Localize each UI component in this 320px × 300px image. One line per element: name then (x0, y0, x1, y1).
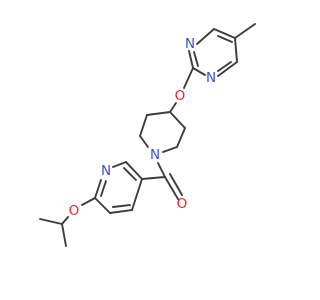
bond (131, 178, 143, 211)
atom-label-o-ether: O (175, 88, 186, 104)
bond (125, 161, 143, 180)
atom-label-n-pyridine: N (101, 163, 111, 179)
bond (146, 111, 171, 116)
bond (234, 37, 238, 63)
bond (100, 180, 107, 197)
piperidine-ring (139, 111, 186, 153)
atom-label-o-isopropyl-ether: O (69, 203, 80, 219)
pyridine-ring (94, 161, 143, 214)
bond (176, 127, 186, 148)
bond (217, 61, 232, 72)
bond (123, 167, 137, 181)
bond (141, 176, 166, 180)
pyrimidine-ring (188, 23, 256, 77)
bond (39, 218, 63, 225)
bond (94, 197, 111, 214)
bond (162, 146, 178, 153)
bond (192, 67, 206, 76)
bond (196, 28, 215, 45)
bond (169, 173, 183, 196)
bond (94, 179, 102, 199)
bond (139, 114, 148, 137)
bond (183, 67, 194, 89)
bond (109, 209, 133, 214)
bond (217, 61, 238, 77)
bond (164, 176, 179, 200)
bond (112, 161, 127, 168)
molecule-structure-diagram: N N O N O N O (39, 23, 256, 247)
atom-label-n-piperidine: N (150, 147, 160, 163)
bond (81, 197, 96, 206)
bond (139, 135, 149, 148)
atom-label-n-pyrimidine-bottom: N (206, 70, 216, 86)
bond (193, 51, 199, 67)
bond (234, 23, 256, 39)
bond (169, 111, 186, 129)
bond (61, 223, 67, 247)
atom-label-n-pyrimidine-top: N (185, 36, 195, 52)
bond (213, 28, 236, 39)
atom-label-o-carbonyl: O (177, 196, 188, 212)
bond (217, 35, 233, 43)
bond (61, 216, 69, 225)
bond (157, 162, 166, 178)
bond (169, 102, 177, 113)
bond (188, 50, 194, 69)
bond (112, 204, 131, 208)
